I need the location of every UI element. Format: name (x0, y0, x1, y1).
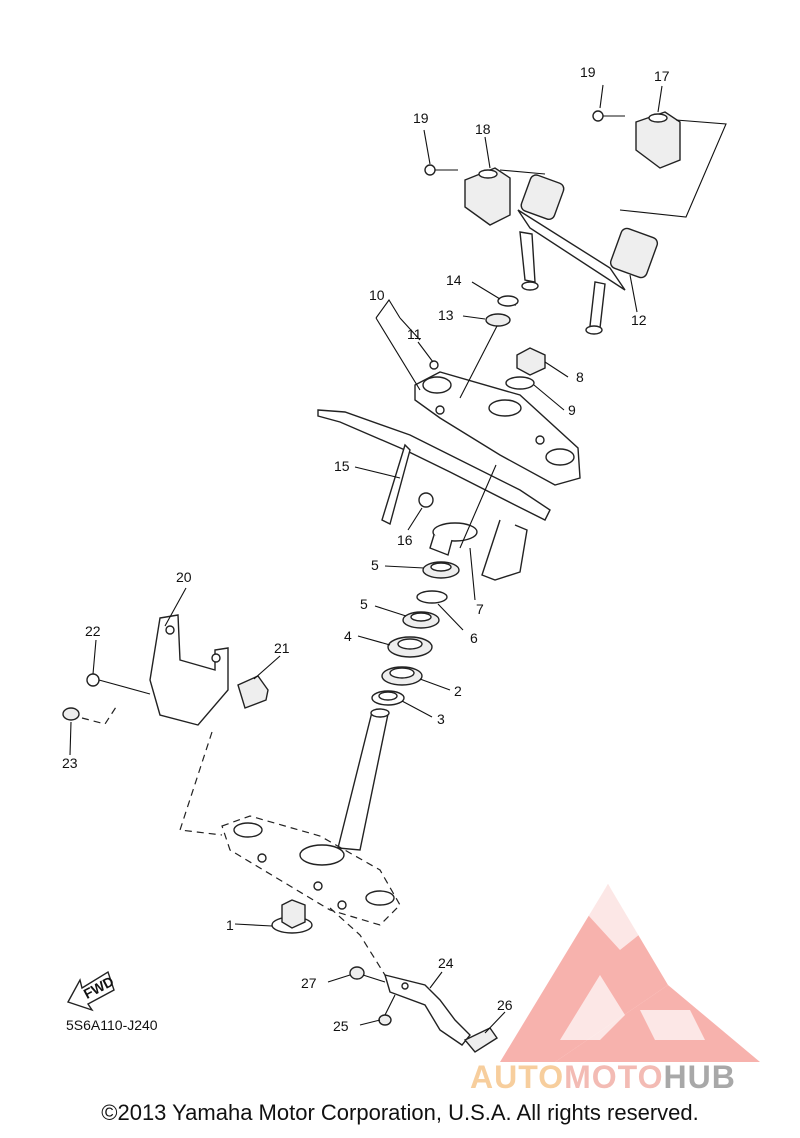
callout-25: 25 (333, 1018, 349, 1034)
bracket-part-24 (383, 974, 471, 1046)
callout-5b: 5 (360, 596, 368, 612)
callout-labels: 1 2 3 4 5 5 6 7 8 9 10 11 12 13 14 15 16… (62, 64, 670, 1034)
callout-9: 9 (568, 402, 576, 418)
bracket-part-20 (149, 614, 229, 726)
nut-part-16 (418, 492, 434, 508)
callout-21: 21 (274, 640, 290, 656)
fwd-arrow-icon: FWD (66, 970, 116, 1012)
callout-4: 4 (344, 628, 352, 644)
handlebar-holder-part-12 (509, 174, 659, 335)
seal-part-3 (371, 690, 405, 706)
steering-nut-part-8 (516, 347, 546, 376)
bearing-cover-part-4 (387, 636, 433, 658)
cover-part-7 (429, 522, 478, 556)
callout-5a: 5 (371, 557, 379, 573)
callout-22: 22 (85, 623, 101, 639)
steering-stem-lower-bracket (221, 708, 401, 926)
bearing-part-2 (381, 666, 423, 686)
callout-24: 24 (438, 955, 454, 971)
bolt-part-19a (592, 110, 625, 122)
callout-6: 6 (470, 630, 478, 646)
callout-12: 12 (631, 312, 647, 328)
callout-2: 2 (454, 683, 462, 699)
upper-holder-part-18 (464, 167, 511, 226)
ring-nut-part-5b (402, 611, 440, 629)
callout-13: 13 (438, 307, 454, 323)
callout-19a: 19 (580, 64, 596, 80)
upper-bracket-part-10 (414, 360, 581, 486)
callout-23: 23 (62, 755, 78, 771)
callout-7: 7 (476, 601, 484, 617)
washer-part-14 (497, 295, 519, 307)
callout-18: 18 (475, 121, 491, 137)
callout-17: 17 (654, 68, 670, 84)
nut-part-23 (62, 707, 80, 721)
callout-19b: 19 (413, 110, 429, 126)
callout-16: 16 (397, 532, 413, 548)
copyright-notice: ©2013 Yamaha Motor Corporation, U.S.A. A… (101, 1100, 699, 1125)
automotohub-logo: AUTOMOTOHUB (470, 884, 760, 1095)
bolt-part-27 (349, 966, 386, 983)
washer-part-6 (416, 590, 448, 604)
bolt-part-25 (378, 994, 396, 1026)
watermark-moto: MOTO (564, 1059, 663, 1095)
callout-15: 15 (334, 458, 350, 474)
diagram-ref-code: 5S6A110-J240 (66, 1017, 158, 1033)
watermark-hub: HUB (663, 1059, 735, 1095)
svg-text:AUTOMOTOHUB: AUTOMOTOHUB (470, 1059, 736, 1095)
washer-part-9 (505, 376, 535, 390)
callout-27: 27 (301, 975, 317, 991)
callout-8: 8 (576, 369, 584, 385)
callout-10: 10 (369, 287, 385, 303)
leader-lines (69, 84, 663, 1034)
callout-14: 14 (446, 272, 462, 288)
ring-nut-part-5a (422, 561, 460, 579)
upper-holder-part-17 (635, 111, 681, 169)
clip-part-26 (463, 1027, 498, 1053)
callout-26: 26 (497, 997, 513, 1013)
callout-1: 1 (226, 917, 234, 933)
pad-part-21 (237, 675, 269, 709)
damper-part-13 (485, 313, 511, 327)
cable-guide-part-15 (317, 409, 551, 581)
screw-part-22 (86, 673, 151, 695)
callout-3: 3 (437, 711, 445, 727)
callout-11: 11 (407, 326, 422, 342)
stem-nut-part-1 (271, 899, 313, 934)
watermark-auto: AUTO (470, 1059, 564, 1095)
bolt-part-19b (424, 164, 458, 176)
callout-20: 20 (176, 569, 192, 585)
